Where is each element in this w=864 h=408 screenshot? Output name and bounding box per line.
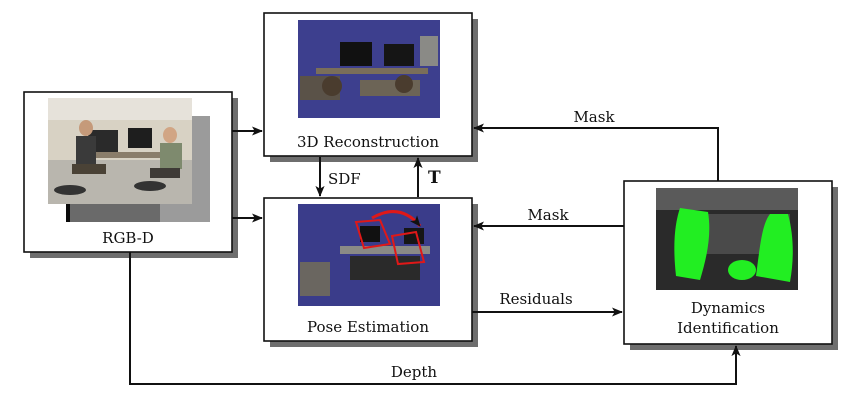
dynamics-label-line2: Identification [677,319,779,337]
rgbd-color-photo [48,98,192,204]
dynamics-label-line1: Dynamics [691,299,765,317]
edge-mask-top-label: Mask [573,108,615,126]
edge-depth-label: Depth [391,363,438,381]
edge-depth [129,252,741,385]
dynamics-thumbnail [656,188,798,290]
pose-label: Pose Estimation [307,318,429,336]
pose-thumbnail [298,204,440,306]
edge-sdf-label: SDF [328,170,361,188]
edge-mask-mid-label: Mask [527,206,569,224]
rgbd-label: RGB-D [102,229,154,247]
reconstruction-thumbnail [298,20,440,118]
edge-transform-label: T [428,168,441,188]
dynamics-node: Dynamics Identification [623,180,838,350]
reconstruction-label: 3D Reconstruction [297,133,439,151]
rgbd-node: RGB-D [23,91,238,258]
pose-estimation-node: Pose Estimation [263,197,478,347]
edge-mask-top [473,123,719,181]
reconstruction-node: 3D Reconstruction [263,12,478,162]
edge-residuals-label: Residuals [499,290,572,308]
